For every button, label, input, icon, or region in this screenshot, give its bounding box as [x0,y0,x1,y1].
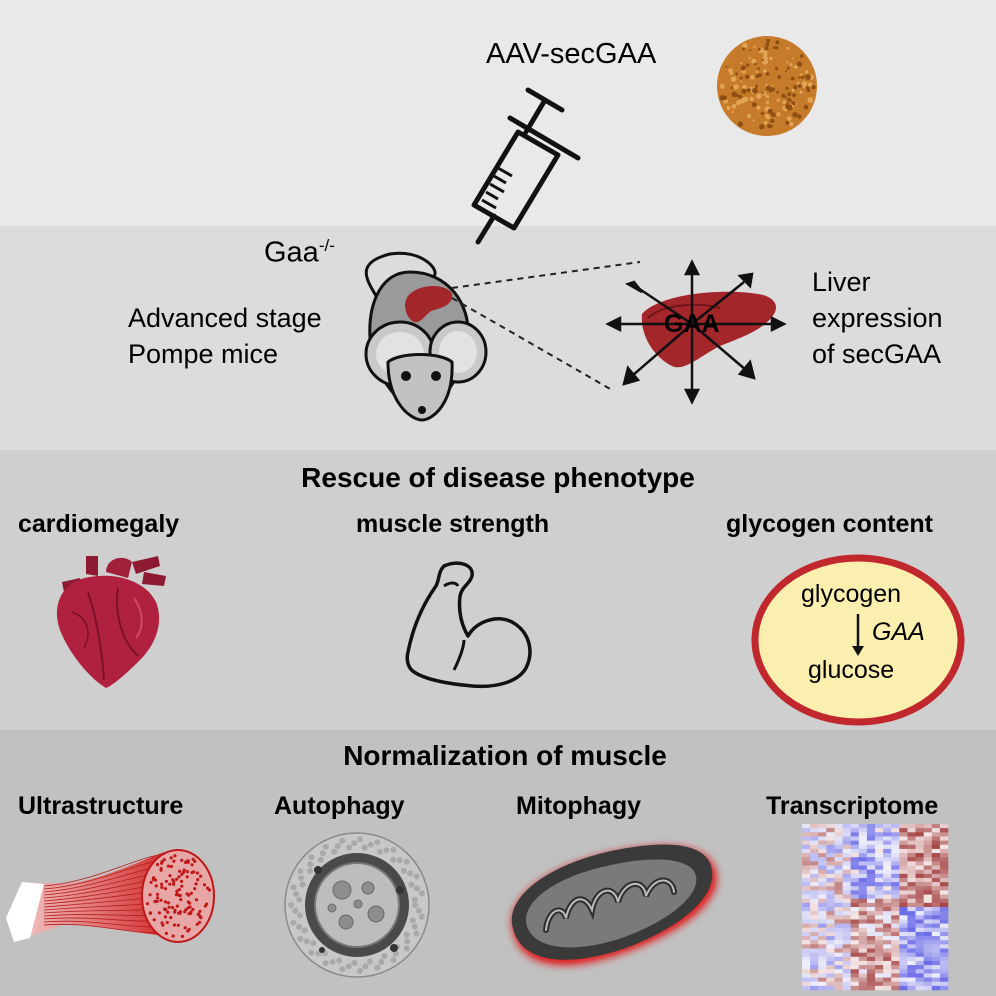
stage-line-1: Advanced stage [128,303,322,333]
genotype-label: Gaa-/- [264,236,335,270]
heart-icon [56,556,166,688]
liver-icon [605,259,787,405]
liver-caption-line-2: expression [812,303,943,333]
mouse-icon [364,251,488,422]
syringe-icon [471,87,581,245]
cell-icon [751,554,965,726]
genotype-superscript: -/- [318,236,335,255]
mouse-panel [0,226,996,450]
normalization-item-autophagy: Autophagy [274,792,405,820]
flexed-bicep-icon [405,561,532,689]
normalization-item-transcriptome: Transcriptome [766,792,939,820]
autophagosome-icon [284,832,430,978]
glycogen-label: glycogen [801,580,902,608]
rescue-item-glycogen-content: glycogen content [726,510,933,538]
normalization-item-ultrastructure: Ultrastructure [18,792,184,820]
mitochondrion-icon [511,844,717,966]
genotype-text: Gaa [264,236,319,269]
rescue-title: Rescue of disease phenotype [301,462,695,493]
gaa-enzyme-label: GAA [872,618,925,646]
stage-line-2: Pompe mice [128,339,279,369]
normalization-item-mitophagy: Mitophagy [516,792,641,820]
rescue-item-cardiomegaly: cardiomegaly [18,510,180,538]
glucose-label: glucose [808,656,895,684]
rescue-item-muscle-strength: muscle strength [356,510,550,538]
liver-enzyme-label: GAA [664,310,720,338]
virus-particle-icon [717,36,817,136]
vector-label: AAV-secGAA [486,38,657,70]
normalization-title: Normalization of muscle [343,740,667,771]
muscle-fiber-icon [6,849,215,943]
heatmap-icon [802,824,949,991]
liver-caption-line-3: of secGAA [812,339,942,369]
liver-caption-line-1: Liver [812,267,871,297]
